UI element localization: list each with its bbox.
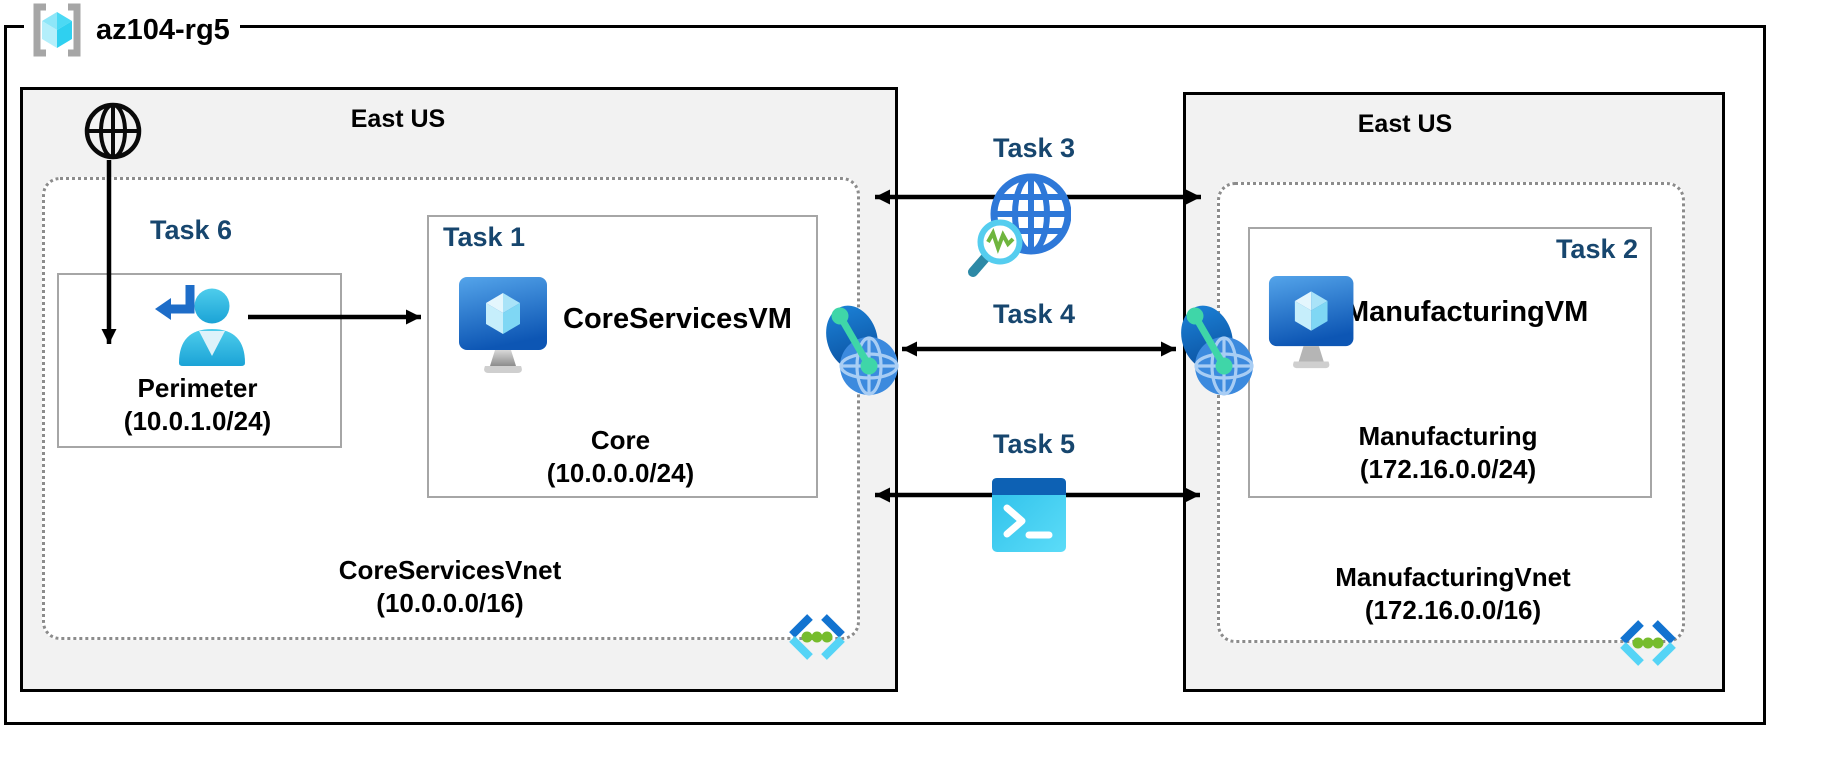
subnet-perimeter-name: Perimeter — [137, 373, 258, 403]
resource-group-name: az104-rg5 — [96, 13, 230, 46]
task5-label: Task 5 — [992, 429, 1076, 459]
subnet-core-box — [427, 215, 818, 498]
subnet-core-cidr: (10.0.0.0/24) — [546, 458, 695, 488]
subnet-manufacturing-name: Manufacturing — [1358, 421, 1538, 451]
vm-manufacturing-name: ManufacturingVM — [1345, 296, 1589, 328]
subnet-perimeter-label: Perimeter (10.0.1.0/24) — [57, 372, 338, 438]
task2-label: Task 2 — [1555, 234, 1638, 264]
task6-label: Task 6 — [149, 215, 233, 245]
vm-coreservices-name: CoreServicesVM — [563, 303, 792, 335]
network-interface-icon — [826, 305, 899, 396]
subnet-core-name: Core — [590, 425, 651, 455]
resource-group-header: az104-rg5 — [24, 2, 240, 58]
virtual-machine-icon — [1268, 276, 1354, 369]
subnet-core-label: Core (10.0.0.0/24) — [427, 424, 814, 490]
vnet-coreservices-cidr: (10.0.0.0/16) — [376, 588, 524, 618]
subnet-perimeter-cidr: (10.0.1.0/24) — [123, 406, 272, 436]
network-watcher-icon — [968, 173, 1071, 277]
network-interface-icon — [1181, 305, 1254, 396]
user-signin-icon — [155, 285, 245, 366]
vnet-coreservices-label: CoreServicesVnet (10.0.0.0/16) — [250, 554, 650, 620]
task3-label: Task 3 — [992, 133, 1076, 163]
vnet-manufacturing-cidr: (172.16.0.0/16) — [1364, 595, 1542, 625]
region-left-title: East US — [350, 105, 446, 133]
task4-label: Task 4 — [992, 299, 1076, 329]
virtual-network-icon — [1620, 620, 1676, 666]
subnet-manufacturing-label: Manufacturing (172.16.0.0/24) — [1248, 420, 1648, 486]
region-right-title: East US — [1357, 110, 1453, 138]
vnet-manufacturing-name: ManufacturingVnet — [1335, 562, 1571, 592]
resource-group-icon — [33, 3, 81, 57]
virtual-network-icon — [789, 614, 845, 660]
virtual-machine-icon — [459, 277, 547, 373]
cloud-shell-icon — [992, 478, 1066, 552]
vnet-coreservices-name: CoreServicesVnet — [338, 555, 562, 585]
task1-label: Task 1 — [443, 222, 526, 252]
vnet-manufacturing-label: ManufacturingVnet (172.16.0.0/16) — [1253, 561, 1653, 627]
internet-globe-icon — [84, 102, 142, 160]
subnet-manufacturing-cidr: (172.16.0.0/24) — [1359, 454, 1537, 484]
